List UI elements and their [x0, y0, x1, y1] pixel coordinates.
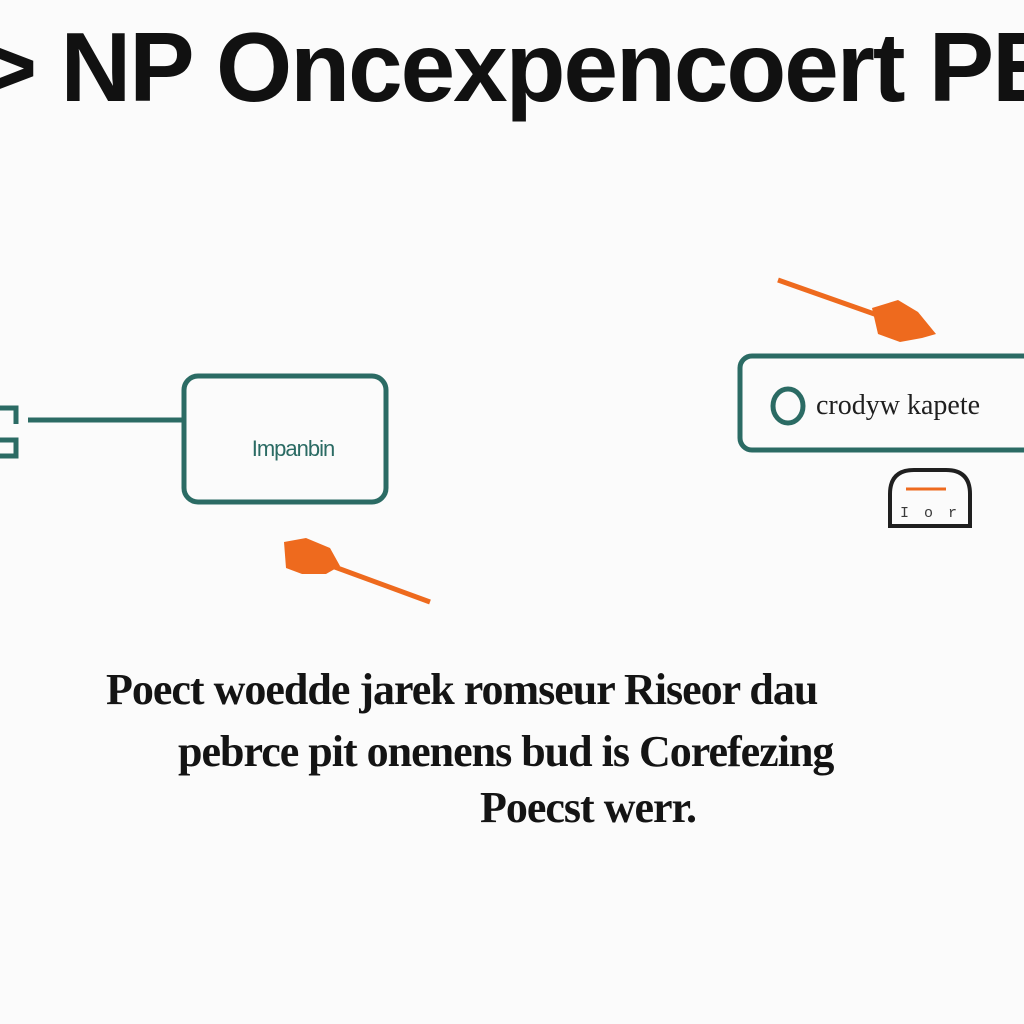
badge: I o r — [888, 468, 972, 528]
left-connector — [0, 405, 184, 459]
lower-orange-arrow — [284, 538, 431, 605]
left-box-label: Impanbin — [252, 436, 335, 461]
caption-line-2: pebrce pit onenens bud is Corefezing — [178, 727, 834, 776]
circle-icon — [770, 386, 806, 426]
caption-line-1: Poect woedde jarek romseur Riseor dau — [106, 665, 818, 714]
left-box[interactable]: Impanbin — [181, 373, 389, 505]
page-title: > NP Oncexpencoert PE — [0, 12, 1024, 122]
right-pill-label: crodyw kapete — [816, 390, 980, 421]
badge-label: I o r — [900, 505, 960, 522]
caption-line-3: Poecst werr. — [480, 783, 697, 832]
right-pill[interactable]: crodyw kapete — [737, 353, 1024, 453]
upper-orange-arrow — [777, 277, 936, 342]
